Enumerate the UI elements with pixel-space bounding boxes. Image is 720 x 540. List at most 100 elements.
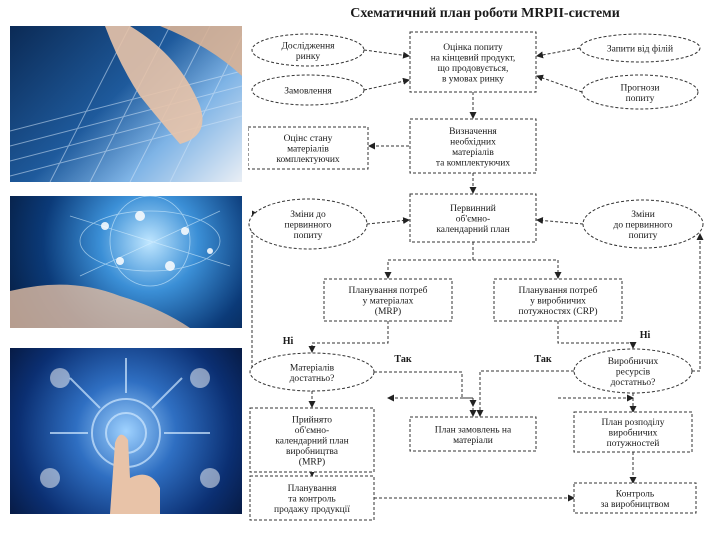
- node-label-line: (MRP): [375, 306, 401, 317]
- keyboard-photo: [10, 26, 242, 182]
- node-shape: [251, 33, 365, 67]
- connector-arrow: [308, 321, 389, 353]
- node-shape: [249, 407, 375, 473]
- node-shape: [493, 278, 623, 322]
- node-label-line: ресурсів: [616, 368, 651, 378]
- node-shape: [579, 33, 701, 63]
- connector-arrow: [363, 77, 410, 91]
- node-label-line: Матеріалів: [290, 363, 335, 373]
- node-label-line: Запити від філій: [607, 44, 673, 55]
- node-shape: [573, 348, 693, 394]
- node-label-line: матеріалів: [287, 145, 329, 155]
- node-shape: [249, 475, 375, 521]
- touch-interface-photo: [10, 348, 242, 514]
- node-label-line: Визначення: [449, 127, 497, 137]
- node-label-line: у матеріалах: [363, 297, 414, 307]
- connector-arrow: [366, 217, 410, 225]
- node-label-line: продажу продукції: [274, 505, 350, 515]
- node-label-line: на кінцевий продукт,: [431, 52, 516, 63]
- node-label-line: попиту: [294, 231, 323, 241]
- connector-arrow: [473, 259, 562, 279]
- connector-arrow: [374, 371, 477, 417]
- node-label-line: Прогнози: [621, 83, 660, 93]
- node-label-line: План замовлень на: [435, 425, 512, 435]
- node-label-line: потужностях (CRP): [518, 306, 597, 317]
- node-label-line: календарний план: [436, 224, 509, 235]
- connector-arrow: [536, 217, 584, 225]
- node-label-line: Контроль: [616, 489, 655, 499]
- connector-arrow: [536, 74, 583, 93]
- node-shape: [582, 199, 704, 249]
- connector-arrow: [384, 242, 474, 279]
- node-label-line: Дослідження: [281, 41, 335, 51]
- network-photo: [10, 196, 242, 328]
- node-label-line: об'ємно-: [456, 214, 490, 225]
- node-label-line: Планування потреб: [519, 285, 598, 296]
- node-shape: [409, 31, 537, 93]
- node-label-line: Оцінка попиту: [443, 43, 503, 53]
- no-label-right: Ні: [640, 330, 651, 341]
- node-label-line: достатньо?: [611, 378, 656, 388]
- node-label-line: Виробничих: [608, 356, 659, 367]
- node-label-line: Планування потреб: [349, 285, 428, 296]
- node-label-line: за виробництвом: [601, 499, 670, 510]
- node-label-line: первинного: [285, 221, 332, 231]
- node-label-line: потужностей: [607, 438, 660, 449]
- node-shape: [573, 482, 697, 514]
- no-label-left: Ні: [283, 336, 294, 347]
- node-shape: [251, 74, 365, 106]
- node-label-line: Первинний: [450, 203, 496, 214]
- node-label-line: матеріали: [453, 436, 493, 446]
- node-label-line: об'ємно-: [295, 425, 329, 436]
- node-label-line: Замовлення: [284, 87, 332, 97]
- node-label-line: матеріалів: [452, 148, 494, 158]
- node-label-line: попиту: [629, 231, 658, 241]
- node-label-line: виробництва: [286, 446, 339, 457]
- node-label-line: виробничих: [609, 428, 658, 439]
- connector-arrow: [251, 210, 259, 373]
- node-label-line: що продовується,: [438, 64, 509, 74]
- node-shape: [409, 416, 537, 452]
- node-label-line: Зміни до: [290, 210, 326, 220]
- connector-arrow: [476, 370, 574, 417]
- node-shape: [573, 411, 693, 453]
- node-shape: [409, 193, 537, 243]
- node-label-line: календарний план: [275, 436, 348, 447]
- yes-label-left: Так: [394, 354, 411, 365]
- node-label-line: План розподілу: [601, 418, 664, 428]
- node-label-line: Оцінс стану: [284, 134, 333, 144]
- node-label-line: в умовах ринку: [442, 74, 504, 84]
- node-label-line: у виробничих: [530, 296, 586, 307]
- node-label-line: до первинного: [614, 221, 673, 231]
- connector-arrow: [363, 49, 410, 59]
- node-shape: [248, 126, 369, 170]
- yes-label-right: Так: [534, 354, 551, 365]
- connector-arrow: [536, 47, 581, 59]
- node-shape: [581, 74, 699, 110]
- node-label-line: попиту: [626, 94, 655, 104]
- node-label-line: та контроль: [288, 495, 336, 505]
- node-label-line: Прийнято: [292, 415, 332, 426]
- node-shape: [248, 198, 368, 250]
- node-label-line: достатньо?: [290, 374, 335, 384]
- node-label-line: Зміни: [631, 210, 655, 220]
- node-label-line: необхідних: [450, 136, 496, 147]
- connector-arrow: [557, 321, 637, 349]
- node-label-line: Планування: [288, 484, 337, 494]
- node-branch-requests: Запити від філій: [579, 33, 701, 63]
